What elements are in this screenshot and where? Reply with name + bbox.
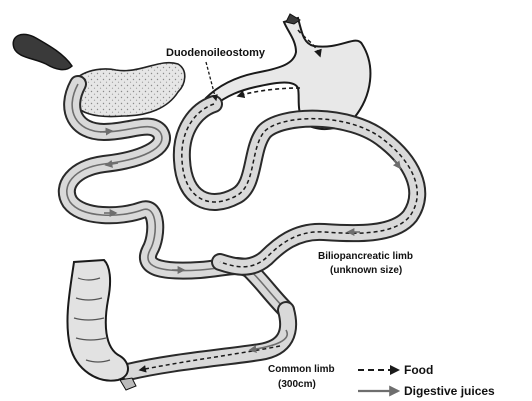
anastomosis-label: Duodenoileostomy — [166, 47, 266, 59]
common-limb — [128, 310, 288, 372]
common-limb-size: (300cm) — [278, 379, 316, 390]
common-limb-label: Common limb — [268, 364, 335, 375]
legend: Food Digestive juices — [358, 363, 495, 398]
legend-food-label: Food — [404, 363, 433, 377]
pancreas — [70, 63, 185, 117]
legend-item-digestive-juices: Digestive juices — [358, 384, 495, 398]
legend-juices-label: Digestive juices — [404, 384, 495, 398]
gallbladder — [13, 34, 72, 69]
biliopancreatic-limb-size: (unknown size) — [330, 265, 402, 276]
biliopancreatic-limb-label: Biliopancreatic limb — [318, 251, 413, 262]
juice-arrow-1 — [100, 131, 112, 132]
alimentary-limb — [182, 104, 417, 267]
legend-item-food: Food — [358, 363, 433, 377]
colon — [67, 260, 136, 390]
